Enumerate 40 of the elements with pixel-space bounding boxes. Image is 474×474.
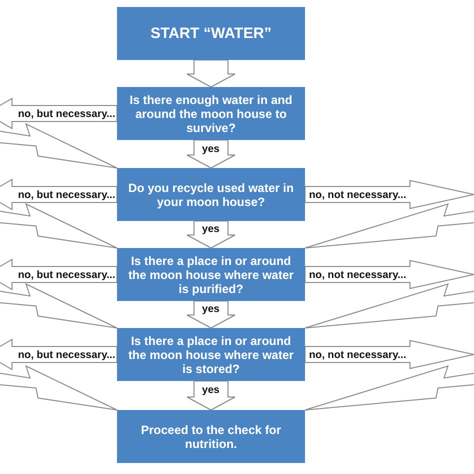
edge-label: yes: [202, 384, 220, 396]
edge-label: no, not necessary...: [309, 348, 406, 360]
question-box: [117, 248, 305, 301]
block-arrow: [186, 380, 236, 411]
box-text: Is there a place in or around the moon house where water is stored?: [127, 334, 295, 376]
question-box: [117, 328, 305, 381]
question-box: [117, 87, 305, 140]
edge-label: yes: [202, 142, 220, 154]
block-arrow: [304, 340, 474, 370]
question-box: [117, 168, 305, 221]
box-text: Do you recycle used water in your moon house?: [127, 180, 295, 208]
edge-label: no, not necessary...: [309, 268, 406, 280]
box-text: Is there a place in or around the moon house where water is purified?: [127, 254, 295, 296]
end-box: [117, 410, 305, 463]
block-arrow: [0, 283, 118, 328]
block-arrow: [0, 338, 118, 370]
box-text: Is there enough water in and around the moon house to survive?: [128, 92, 294, 134]
edge-label: yes: [202, 223, 220, 235]
block-arrow: [0, 98, 118, 130]
block-arrow: [304, 260, 474, 290]
edge-label: no, but necessary...: [18, 188, 116, 200]
block-arrow: [186, 60, 236, 88]
block-arrow: [0, 123, 118, 168]
block-arrow: [304, 203, 474, 248]
block-arrow: [304, 365, 474, 410]
block-arrow: [0, 365, 118, 410]
block-arrow: [0, 258, 118, 290]
block-arrow: [0, 178, 118, 210]
block-arrow: [0, 203, 118, 248]
edge-label: no, but necessary...: [18, 268, 116, 280]
block-arrow: [304, 283, 474, 328]
block-arrow: [186, 140, 236, 169]
start-box: [117, 7, 305, 60]
edge-label: yes: [202, 303, 220, 315]
edge-label: no, but necessary...: [18, 108, 116, 120]
block-arrow: [304, 180, 474, 210]
box-text: Proceed to the check for nutrition.: [140, 422, 282, 450]
edge-label: no, not necessary...: [309, 188, 406, 200]
edge-label: no, but necessary...: [18, 348, 116, 360]
box-text: START “WATER”: [150, 24, 272, 42]
